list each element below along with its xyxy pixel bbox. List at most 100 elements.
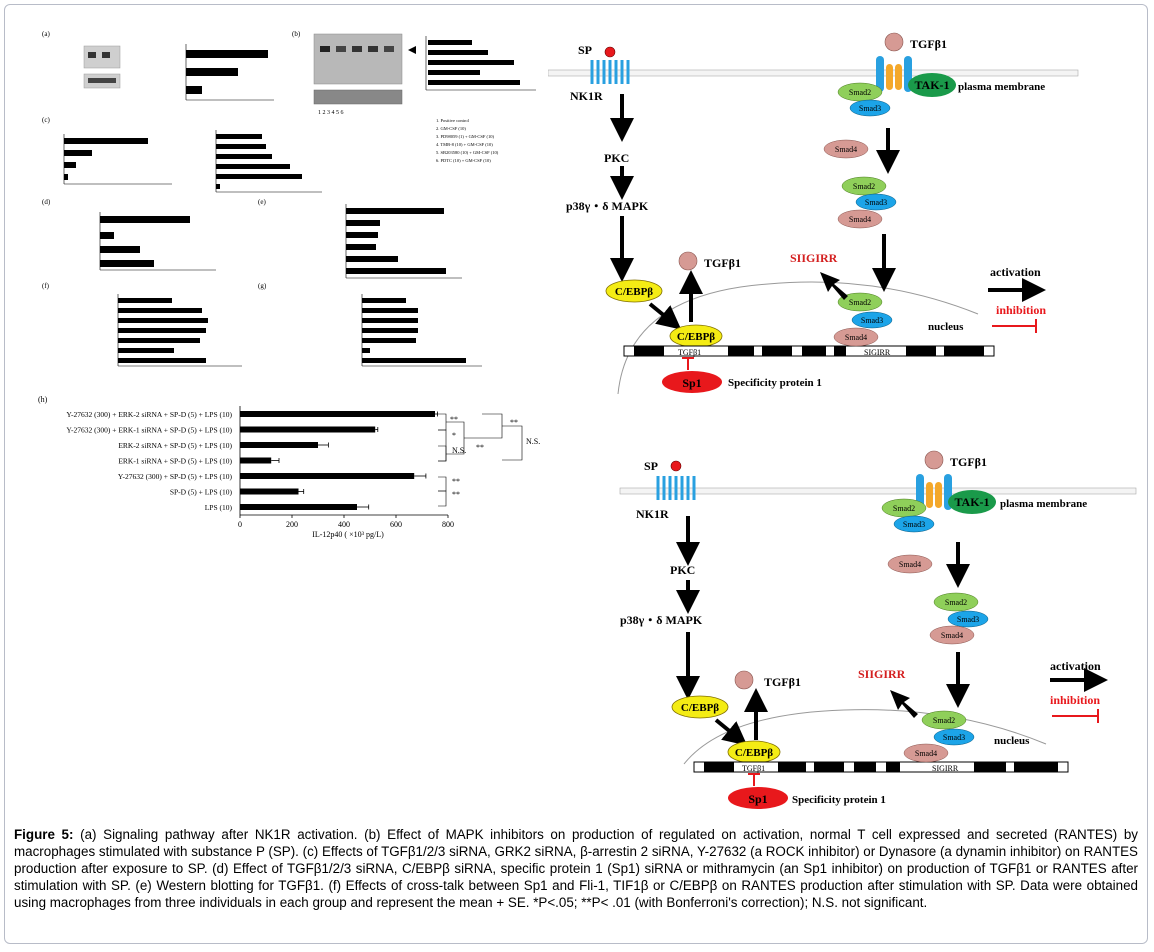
nucleus-envelope xyxy=(617,281,979,395)
dna-strand xyxy=(693,761,1069,773)
blot-band xyxy=(102,52,110,58)
svg-text:Smad3: Smad3 xyxy=(861,316,883,325)
tak1-label: TAK-1 xyxy=(954,495,989,509)
svg-text:Smad4: Smad4 xyxy=(915,749,937,758)
tgfb1-gene-label: TGFβ1 xyxy=(742,764,765,773)
figure-frame xyxy=(4,4,1148,944)
pkc-label: PKC xyxy=(670,563,695,577)
plasma-membrane-label: plasma membrane xyxy=(958,81,1045,93)
sp1-full-label: Specificity protein 1 xyxy=(728,377,822,389)
sig-label: * xyxy=(452,431,456,440)
tgfb1-gene-label: TGFβ1 xyxy=(678,348,701,357)
inhibition-bar-icon xyxy=(1052,709,1099,723)
cebpb-node xyxy=(605,279,663,303)
sig-label: ** xyxy=(510,418,518,427)
svg-text:Smad2: Smad2 xyxy=(945,598,967,607)
caption-label: Figure 5: xyxy=(14,827,74,842)
svg-text:Smad4: Smad4 xyxy=(835,145,857,154)
bar xyxy=(240,488,299,495)
bar-a xyxy=(186,68,238,76)
blot-band xyxy=(88,52,96,58)
tgfb1-receptor-label: TGFβ1 xyxy=(950,455,987,469)
x-tick-label: 0 xyxy=(238,520,242,529)
nk1r-receptor-icon xyxy=(656,476,696,500)
nucleus-envelope xyxy=(683,709,1047,765)
caption-text: (a) Signaling pathway after NK1R activat… xyxy=(14,827,1138,910)
figure-caption: Figure 5: (a) Signaling pathway after NK… xyxy=(14,826,1138,911)
inhibition-label: inhibition xyxy=(996,303,1046,317)
sp1-node xyxy=(728,787,788,809)
svg-text:Smad4: Smad4 xyxy=(899,560,921,569)
panel-f-letter: (f) xyxy=(42,282,50,290)
nk1r-label: NK1R xyxy=(570,89,603,103)
svg-text:Smad4: Smad4 xyxy=(941,631,963,640)
sp1-label: Sp1 xyxy=(748,792,767,806)
bar-a xyxy=(186,50,268,58)
sig-label: ** xyxy=(452,490,460,499)
inhibition-bar-icon xyxy=(992,319,1037,333)
panels-a-g: (a) (b) 1 2 3 4 5 6 1. Positive control … xyxy=(38,30,536,404)
cebpb-label: C/EBPβ xyxy=(615,286,653,298)
svg-text:Smad3: Smad3 xyxy=(957,615,979,624)
sp-label: SP xyxy=(578,43,592,57)
category-label: Y-27632 (300) + ERK-1 siRNA + SP-D (5) +… xyxy=(66,426,232,435)
svg-text:Smad4: Smad4 xyxy=(849,215,871,224)
sig-label: ** xyxy=(450,415,458,424)
panel-e-letter: (e) xyxy=(258,198,266,206)
p38-label: p38γ・δ MAPK xyxy=(620,613,703,627)
plasma-membrane xyxy=(619,487,1137,495)
sp-label: SP xyxy=(644,459,658,473)
bar xyxy=(240,442,318,448)
svg-text:1. Positive control: 1. Positive control xyxy=(436,118,470,123)
tak1-node xyxy=(948,490,996,514)
svg-text:Smad2: Smad2 xyxy=(853,182,875,191)
svg-text:6. PDTC (10) + GM-CSF (10): 6. PDTC (10) + GM-CSF (10) xyxy=(436,158,491,163)
sig-label: ** xyxy=(452,477,460,486)
tgfb1-label: TGFβ1 xyxy=(764,675,801,689)
svg-text:Smad2: Smad2 xyxy=(933,716,955,725)
sigirr-gene-label: SIGIRR xyxy=(864,348,891,357)
category-label: SP-D (5) + LPS (10) xyxy=(170,488,233,497)
bar xyxy=(240,504,357,510)
x-axis-label: IL-12p40 ( ×10³ pg/L) xyxy=(312,530,384,539)
nucleus-label: nucleus xyxy=(928,321,964,333)
svg-text:4. TMB-8 (10) + GM-CSF (10): 4. TMB-8 (10) + GM-CSF (10) xyxy=(436,142,493,147)
blot-b2 xyxy=(313,89,403,105)
svg-text:Smad2: Smad2 xyxy=(893,504,915,513)
sigirr-label: SIIGIRR xyxy=(858,667,906,681)
pkc-label: PKC xyxy=(604,151,629,165)
sp-ligand xyxy=(670,460,682,472)
svg-text:Smad4: Smad4 xyxy=(845,333,867,342)
tgfb1-receptor-label: TGFβ1 xyxy=(910,37,947,51)
sig-label: ** xyxy=(476,443,484,452)
tak1-label: TAK-1 xyxy=(914,78,949,92)
cebpb-nuclear-label: C/EBPβ xyxy=(735,747,773,759)
cebpb-nuclear-label: C/EBPβ xyxy=(677,331,715,343)
svg-text:2. GM-CSF (10): 2. GM-CSF (10) xyxy=(436,126,466,131)
blot-band xyxy=(88,78,116,83)
category-label: ERK-1 siRNA + SP-D (5) + LPS (10) xyxy=(118,457,232,466)
svg-text:Smad3: Smad3 xyxy=(865,198,887,207)
blot-b1 xyxy=(313,33,403,85)
sp1-full-label: Specificity protein 1 xyxy=(792,794,886,806)
plasma-membrane xyxy=(548,69,1079,77)
category-label: ERK-2 siRNA + SP-D (5) + LPS (10) xyxy=(118,441,232,450)
inhibition-label: inhibition xyxy=(1050,693,1100,707)
sig-label: N.S. xyxy=(452,446,466,455)
svg-text:Smad3: Smad3 xyxy=(859,104,881,113)
category-label: Y-27632 (300) + ERK-2 siRNA + SP-D (5) +… xyxy=(66,410,232,419)
bar xyxy=(240,473,415,479)
plasma-membrane-label: plasma membrane xyxy=(1000,498,1087,510)
bar xyxy=(240,426,376,433)
sig-label: N.S. xyxy=(526,437,540,446)
svg-text:1 2 3 4 5 6: 1 2 3 4 5 6 xyxy=(318,110,344,116)
sigirr-label: SIIGIRR xyxy=(790,251,838,265)
panel-a-letter: (a) xyxy=(42,30,50,38)
tgfb1-ligand xyxy=(924,450,944,470)
panel-d-letter: (d) xyxy=(42,198,51,206)
panel-h-letter: (h) xyxy=(38,395,48,404)
nucleus-label: nucleus xyxy=(994,735,1030,747)
tgfb1-secreted xyxy=(734,670,754,690)
activation-label: activation xyxy=(1050,659,1101,673)
sp-ligand xyxy=(604,46,616,58)
